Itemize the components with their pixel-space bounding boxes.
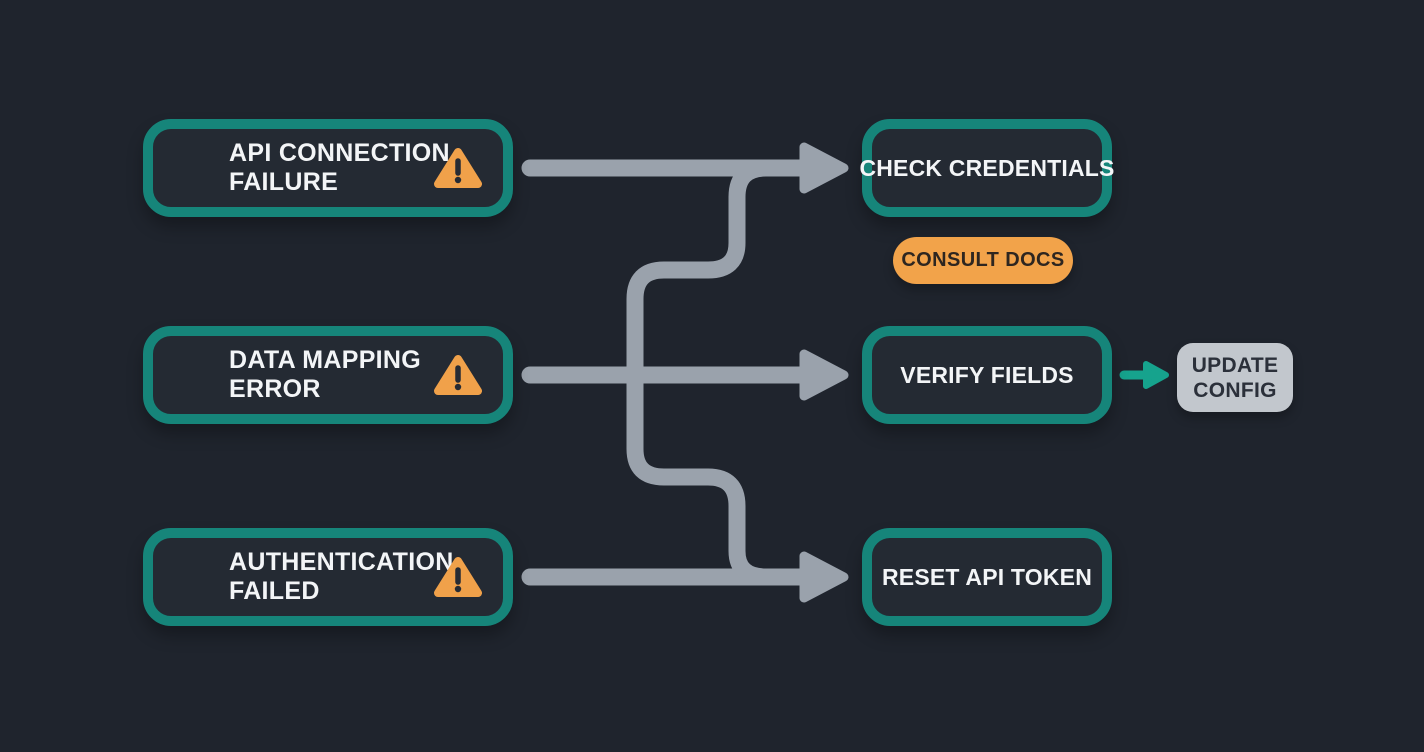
consult-docs-badge: CONSULT DOCS [893, 237, 1073, 284]
node-update-config: UPDATE CONFIG [1177, 343, 1293, 412]
arrowhead-credentials-icon [799, 142, 849, 194]
solution-label: CHECK CREDENTIALS [859, 154, 1115, 181]
node-check-credentials: CHECK CREDENTIALS [859, 119, 1115, 217]
warning-icon [434, 355, 482, 395]
error-label: AUTHENTICATION FAILED [229, 548, 454, 605]
node-authentication-failed: AUTHENTICATION FAILED [143, 528, 513, 626]
node-api-connection-failure: API CONNECTION FAILURE [143, 119, 513, 217]
error-label: DATA MAPPING ERROR [229, 346, 422, 403]
warning-icon [434, 148, 482, 188]
verify-to-update-arrow [1119, 361, 1169, 389]
arrowhead-verify-icon [799, 349, 849, 401]
node-data-mapping-error: DATA MAPPING ERROR [143, 326, 513, 424]
warning-icon [434, 557, 482, 597]
node-reset-api-token: RESET API TOKEN [862, 528, 1112, 626]
solution-label: RESET API TOKEN [881, 563, 1093, 590]
error-label: API CONNECTION FAILURE [229, 139, 450, 196]
arrowhead-reset-icon [799, 551, 849, 603]
winding-branch-connector [626, 159, 775, 586]
consult-docs-label: CONSULT DOCS [901, 249, 1065, 271]
update-config-label: UPDATE CONFIG [1191, 353, 1279, 402]
node-verify-fields: VERIFY FIELDS [862, 326, 1112, 424]
teal-arrowhead-icon [1143, 361, 1169, 389]
solution-label: VERIFY FIELDS [900, 361, 1074, 388]
